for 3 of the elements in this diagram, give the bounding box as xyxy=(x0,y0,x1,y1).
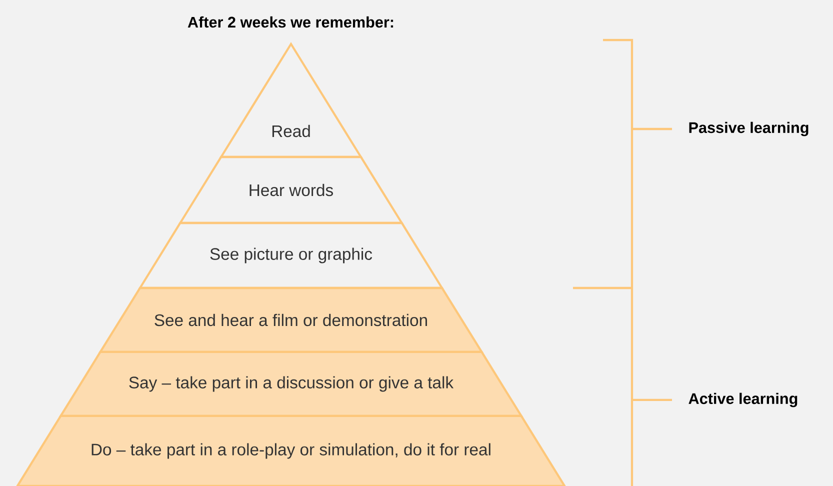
bracket-label: Passive learning xyxy=(689,122,808,136)
title: After 2 weeks we remember: xyxy=(188,16,394,28)
bracket-label: Active learning xyxy=(688,392,798,408)
